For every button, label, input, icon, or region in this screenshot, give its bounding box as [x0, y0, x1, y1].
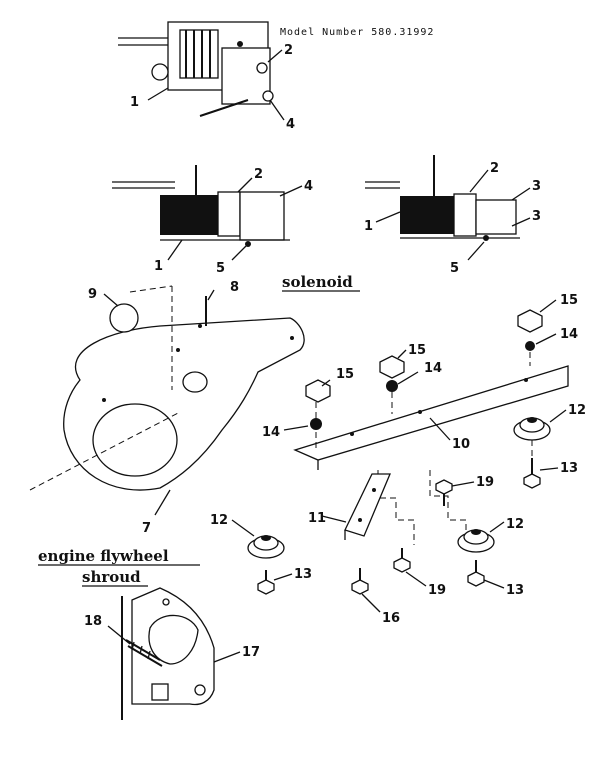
leader-15-middle: [397, 349, 407, 359]
callout-11: 11: [308, 511, 326, 526]
solenoid-side-view-left: [112, 165, 290, 247]
callout-8: 8: [230, 280, 239, 295]
leader-12-right: [549, 409, 567, 423]
callout-18: 18: [84, 614, 102, 629]
bolt-13-right: [523, 458, 541, 489]
callout-top-2: 2: [284, 43, 293, 58]
nut-15-left: [305, 379, 331, 403]
rubber-mount-12-middle: [457, 529, 495, 553]
rubber-mount-12-left: [247, 535, 285, 559]
nut-15-middle: [379, 355, 405, 379]
callout-mid-right-3b: 3: [532, 209, 541, 224]
leader-mid-right-5: [467, 241, 485, 261]
callout-15-left: 15: [336, 367, 354, 382]
leader-7: [154, 489, 171, 516]
callout-15-right: 15: [560, 293, 578, 308]
leader-mid-right-3a: [511, 187, 531, 201]
callout-7: 7: [142, 521, 151, 536]
leader-9: [103, 293, 119, 307]
callout-15-middle: 15: [408, 343, 426, 358]
callout-19-upper: 19: [476, 475, 494, 490]
callout-19-lower: 19: [428, 583, 446, 598]
leader-14-middle: [397, 371, 419, 385]
leader-mid-right-1: [375, 211, 401, 223]
leader-12-middle: [489, 521, 505, 533]
leader-10: [429, 417, 451, 441]
callout-mid-left-2: 2: [254, 167, 263, 182]
rubber-mount-12-right: [513, 417, 551, 441]
axis-step-right: [429, 470, 467, 548]
part-9-cap: [109, 303, 139, 333]
cap-axis-line: [129, 285, 173, 293]
flywheel-caption-line1: engine flywheel: [38, 547, 169, 565]
callout-top-1: 1: [130, 95, 139, 110]
flywheel-axis-line: [29, 411, 181, 491]
leader-mid-left-1: [167, 239, 183, 261]
callout-mid-left-5: 5: [216, 261, 225, 276]
flywheel-shroud-part: [63, 317, 305, 491]
leader-13-right: [539, 467, 559, 471]
leader-19-lower: [405, 571, 427, 587]
leader-mid-left-5: [231, 245, 247, 261]
leader-top-4: [269, 99, 285, 121]
leader-top-1: [147, 87, 169, 101]
mounting-rail-part: [293, 365, 569, 470]
leader-14-right: [535, 333, 557, 345]
leader-17: [213, 651, 241, 663]
leader-mid-right-2: [469, 169, 489, 193]
callout-12-right: 12: [568, 403, 586, 418]
leader-19-upper: [451, 481, 475, 487]
solenoid-caption: solenoid: [282, 273, 353, 291]
callout-mid-right-3a: 3: [532, 179, 541, 194]
leader-14-left: [283, 425, 309, 431]
leader-mid-right-3b: [511, 217, 531, 227]
model-number-label: Model Number 580.31992: [280, 27, 434, 38]
solenoid-top-view: [118, 21, 274, 117]
bolt-16: [351, 568, 369, 595]
leader-mid-left-4: [279, 185, 303, 197]
leader-16: [361, 593, 381, 613]
callout-13-middle: 13: [506, 583, 524, 598]
callout-16: 16: [382, 611, 400, 626]
callout-17: 17: [242, 645, 260, 660]
leader-13-middle: [483, 579, 505, 589]
leader-11: [321, 515, 347, 523]
callout-13-right: 13: [560, 461, 578, 476]
callout-13-left: 13: [294, 567, 312, 582]
solenoid-side-view-right: [365, 155, 520, 241]
callout-9: 9: [88, 287, 97, 302]
bracket-11-part: [344, 473, 391, 540]
callout-12-left: 12: [210, 513, 228, 528]
callout-14-left: 14: [262, 425, 280, 440]
callout-mid-right-2: 2: [490, 161, 499, 176]
bolt-13-left: [257, 570, 275, 595]
callout-top-4: 4: [286, 117, 295, 132]
leader-mid-left-2: [237, 177, 253, 193]
spring-18: [125, 639, 163, 667]
flywheel-caption-line2: shroud: [82, 568, 141, 586]
bolt-19-lower: [393, 548, 411, 573]
leader-8: [207, 289, 215, 301]
callout-mid-right-1: 1: [364, 219, 373, 234]
shroud-detail-17: [121, 587, 215, 720]
leader-18: [107, 625, 131, 645]
callout-mid-right-5: 5: [450, 261, 459, 276]
leader-15-right: [539, 299, 557, 313]
washer-14-right: [525, 341, 535, 351]
bolt-13-middle: [467, 560, 485, 587]
leader-12-left: [231, 519, 255, 537]
nut-15-right: [517, 309, 543, 333]
callout-mid-left-1: 1: [154, 259, 163, 274]
leader-15-left: [321, 379, 331, 387]
callout-14-middle: 14: [424, 361, 442, 376]
callout-10: 10: [452, 437, 470, 452]
callout-mid-left-4: 4: [304, 179, 313, 194]
callout-12-middle: 12: [506, 517, 524, 532]
bolt-19-upper: [435, 479, 453, 506]
leader-top-2: [267, 49, 283, 63]
callout-14-right: 14: [560, 327, 578, 342]
washer-14-middle: [386, 380, 398, 392]
leader-13-left: [273, 573, 293, 581]
